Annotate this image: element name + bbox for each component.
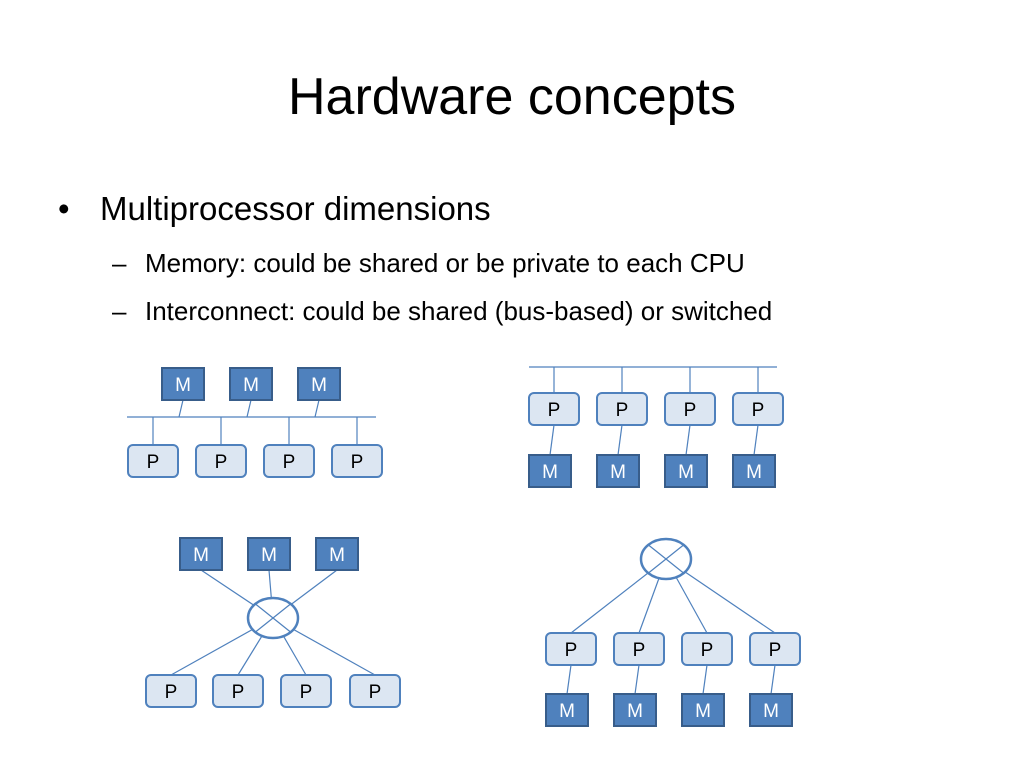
memory-label: M xyxy=(559,701,575,722)
processor-node: P xyxy=(349,674,401,708)
processor-label: P xyxy=(351,452,364,473)
processor-node: P xyxy=(331,444,383,478)
proc-mem-link xyxy=(702,664,708,695)
sub-bullet-text: Interconnect: could be shared (bus-based… xyxy=(145,296,773,326)
diagram-private-memory-switch: P P P P M M M M xyxy=(545,537,801,727)
processor-label: P xyxy=(369,682,382,703)
memory-label: M xyxy=(542,462,558,483)
memory-node: M xyxy=(545,693,589,727)
processor-node: P xyxy=(263,444,315,478)
processor-label: P xyxy=(283,452,296,473)
proc-mem-link xyxy=(549,424,555,456)
memory-label: M xyxy=(746,462,762,483)
processor-label: P xyxy=(752,400,765,421)
crossbar-switch-icon xyxy=(639,537,693,581)
processor-label: P xyxy=(548,400,561,421)
processor-node: P xyxy=(732,392,784,426)
memory-label: M xyxy=(175,375,191,396)
memory-node: M xyxy=(613,693,657,727)
memory-node: M xyxy=(664,454,708,488)
bullet-text: Multiprocessor dimensions xyxy=(100,190,491,227)
processor-label: P xyxy=(300,682,313,703)
memory-node: M xyxy=(161,367,205,401)
memory-node: M xyxy=(229,367,273,401)
memory-node: M xyxy=(749,693,793,727)
memory-label: M xyxy=(763,701,779,722)
sub-bullet-memory: –Memory: could be shared or be private t… xyxy=(112,245,745,281)
memory-label: M xyxy=(627,701,643,722)
proc-mem-link xyxy=(617,424,623,456)
memory-node: M xyxy=(315,537,359,571)
sub-bullet-dash: – xyxy=(112,296,127,326)
processor-node: P xyxy=(280,674,332,708)
proc-mem-link xyxy=(753,424,759,456)
processor-label: P xyxy=(633,640,646,661)
memory-label: M xyxy=(193,545,209,566)
bus-link xyxy=(246,399,252,418)
processor-label: P xyxy=(565,640,578,661)
processor-label: P xyxy=(701,640,714,661)
memory-label: M xyxy=(261,545,277,566)
diagram-private-memory-bus: P P P P M M M M xyxy=(528,366,784,488)
memory-node: M xyxy=(247,537,291,571)
processor-label: P xyxy=(215,452,228,473)
processor-node: P xyxy=(596,392,648,426)
bullet-multiprocessor-dimensions: • Multiprocessor dimensions xyxy=(58,186,491,232)
processor-label: P xyxy=(232,682,245,703)
memory-label: M xyxy=(243,375,259,396)
bus-link xyxy=(314,399,320,418)
memory-label: M xyxy=(610,462,626,483)
memory-node: M xyxy=(732,454,776,488)
sub-bullet-text: Memory: could be shared or be private to… xyxy=(145,248,745,278)
crossbar-switch-icon xyxy=(246,596,300,640)
processor-label: P xyxy=(165,682,178,703)
processor-node: P xyxy=(749,632,801,666)
processor-node: P xyxy=(127,444,179,478)
processor-label: P xyxy=(769,640,782,661)
memory-node: M xyxy=(681,693,725,727)
sub-bullet-dash: – xyxy=(112,248,127,278)
processor-label: P xyxy=(616,400,629,421)
memory-node: M xyxy=(528,454,572,488)
memory-label: M xyxy=(695,701,711,722)
processor-label: P xyxy=(684,400,697,421)
processor-node: P xyxy=(613,632,665,666)
diagram-shared-memory-bus: M M M P P P P xyxy=(127,367,383,478)
memory-node: M xyxy=(179,537,223,571)
memory-node: M xyxy=(596,454,640,488)
bullet-dot: • xyxy=(58,190,70,227)
processor-node: P xyxy=(545,632,597,666)
sub-bullet-interconnect: –Interconnect: could be shared (bus-base… xyxy=(112,293,772,329)
memory-node: M xyxy=(297,367,341,401)
processor-node: P xyxy=(145,674,197,708)
processor-label: P xyxy=(147,452,160,473)
proc-mem-link xyxy=(770,664,776,695)
processor-node: P xyxy=(212,674,264,708)
memory-label: M xyxy=(329,545,345,566)
proc-mem-link xyxy=(566,664,572,695)
bus-link xyxy=(178,399,184,418)
slide-title: Hardware concepts xyxy=(288,68,736,126)
proc-mem-link xyxy=(685,424,691,456)
processor-node: P xyxy=(528,392,580,426)
proc-mem-link xyxy=(634,664,640,695)
memory-label: M xyxy=(678,462,694,483)
processor-node: P xyxy=(195,444,247,478)
memory-label: M xyxy=(311,375,327,396)
diagram-shared-memory-switch: M M M P P P P xyxy=(145,537,401,708)
processor-node: P xyxy=(664,392,716,426)
processor-node: P xyxy=(681,632,733,666)
